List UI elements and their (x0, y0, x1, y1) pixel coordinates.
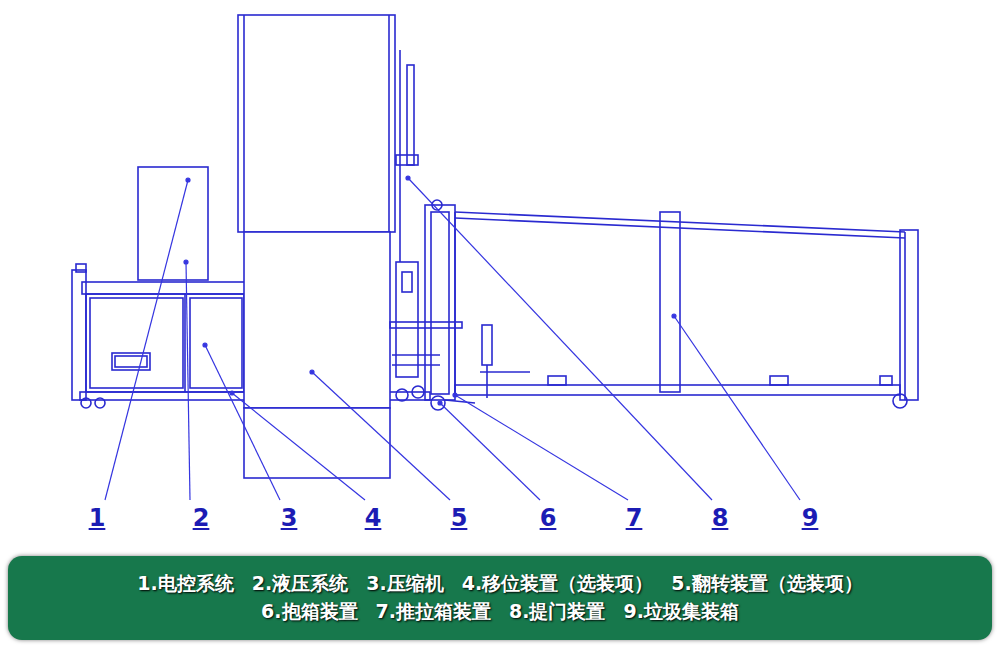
drawing-line (392, 364, 440, 366)
part-name: 3.压缩机 (366, 570, 443, 598)
drawing-rect (880, 376, 892, 385)
drawing-rect (770, 376, 788, 385)
part-name: 4.移位装置（选装项） (462, 570, 653, 598)
drawing-rect (431, 212, 449, 394)
machine-outline (72, 15, 918, 478)
drawing-line (105, 180, 188, 500)
drawing-line (392, 354, 440, 356)
drawing-rect (482, 325, 492, 365)
drawing-circle (672, 314, 676, 318)
drawing-rect (138, 167, 208, 280)
drawing-circle (438, 401, 442, 405)
drawing-rect (660, 212, 680, 392)
part-name: 1.电控系统 (137, 570, 233, 598)
callout-number: 9 (802, 505, 819, 531)
drawing-rect (244, 408, 390, 478)
drawing-line (408, 178, 712, 500)
drawing-circle (406, 176, 410, 180)
drawing-circle (431, 396, 445, 410)
band-row: 1.电控系统 2.液压系统 3.压缩机 4.移位装置（选装项） 5.翻转装置（选装项） (128, 570, 871, 598)
part-name: 5.翻转装置（选装项） (671, 570, 862, 598)
part-name: 2.液压系统 (252, 570, 348, 598)
drawing-rect (396, 262, 418, 377)
drawing-line (243, 15, 245, 232)
drawing-rect (455, 385, 900, 395)
drawing-line (480, 371, 530, 373)
drawing-rect (396, 155, 418, 165)
drawing-line (904, 232, 906, 400)
drawing-line (312, 372, 450, 500)
drawing-circle (310, 370, 314, 374)
drawing-rect (407, 65, 414, 165)
drawing-circle (203, 343, 207, 347)
drawing-circle (95, 398, 105, 408)
drawing-circle (396, 389, 408, 401)
drawing-line (454, 212, 456, 395)
drawing-circle (453, 393, 457, 397)
drawing-circle (230, 391, 234, 395)
callout-number: 8 (712, 505, 729, 531)
drawing-rect (402, 272, 412, 292)
drawing-rect (82, 282, 248, 294)
drawing-line (388, 15, 390, 232)
callout-number: 5 (451, 505, 468, 531)
drawing-line (186, 262, 190, 500)
callout-number: 3 (281, 505, 298, 531)
callout-number: 4 (365, 505, 382, 531)
drawing-circle (81, 398, 91, 408)
drawing-line (486, 365, 488, 398)
drawing-line (455, 395, 628, 500)
part-name: 6.抱箱装置 (261, 598, 357, 626)
callout-number: 2 (193, 505, 210, 531)
drawing-line (440, 403, 540, 500)
drawing-rect (90, 298, 183, 388)
callout-number: 1 (89, 505, 106, 531)
drawing-rect (244, 232, 390, 408)
callout-number: 7 (626, 505, 643, 531)
band-row: 6.抱箱装置 7.推拉箱装置 8.提门装置 9.垃圾集装箱 (252, 598, 748, 626)
legend-band: 1.电控系统2.液压系统3.压缩机4.移位装置（选装项）5.翻转装置（选装项）6… (8, 556, 992, 640)
drawing-line (674, 316, 800, 500)
drawing-rect (190, 298, 242, 388)
drawing-circle (893, 394, 907, 408)
drawing-rect (548, 376, 566, 385)
part-name: 9.垃圾集装箱 (623, 598, 738, 626)
part-name: 7.推拉箱装置 (376, 598, 491, 626)
drawing-rect (72, 270, 86, 400)
drawing-line (232, 393, 365, 500)
drawing-line (184, 294, 186, 392)
drawing-line (445, 400, 475, 403)
callout-number: 6 (540, 505, 557, 531)
drawing-circle (186, 178, 190, 182)
drawing-rect (112, 353, 150, 370)
drawing-rect (425, 205, 455, 400)
drawing-line (399, 50, 401, 262)
drawing-circle (184, 260, 188, 264)
drawing-circle (412, 386, 424, 398)
drawing-rect (390, 322, 462, 328)
drawing-rect (76, 264, 86, 272)
drawing-rect (900, 230, 918, 400)
part-name: 8.提门装置 (509, 598, 605, 626)
leader-lines (105, 176, 800, 500)
drawing-rect (238, 15, 395, 232)
